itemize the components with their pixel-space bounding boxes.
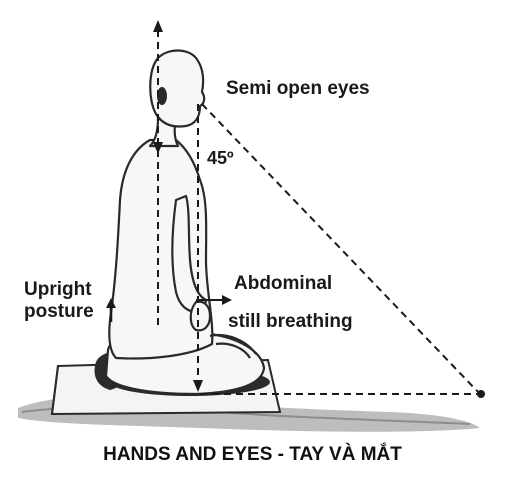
eye-drop-line [193, 104, 203, 392]
seated-figure [104, 49, 266, 396]
angle-label: 45º [207, 148, 234, 168]
posture-label: posture [24, 301, 94, 322]
abdominal-label: Abdominal [234, 273, 333, 294]
semi-open-eyes-label: Semi open eyes [226, 78, 370, 99]
caption: HANDS AND EYES - TAY VÀ MẮT [103, 444, 402, 465]
upright-label: Upright [24, 279, 92, 300]
abdominal-arrow-icon [196, 295, 232, 305]
spine-axis-line [153, 20, 163, 330]
still-breathing-label: still breathing [228, 311, 353, 332]
sight-line-45 [200, 103, 485, 398]
upright-arrow-icon [106, 298, 116, 322]
